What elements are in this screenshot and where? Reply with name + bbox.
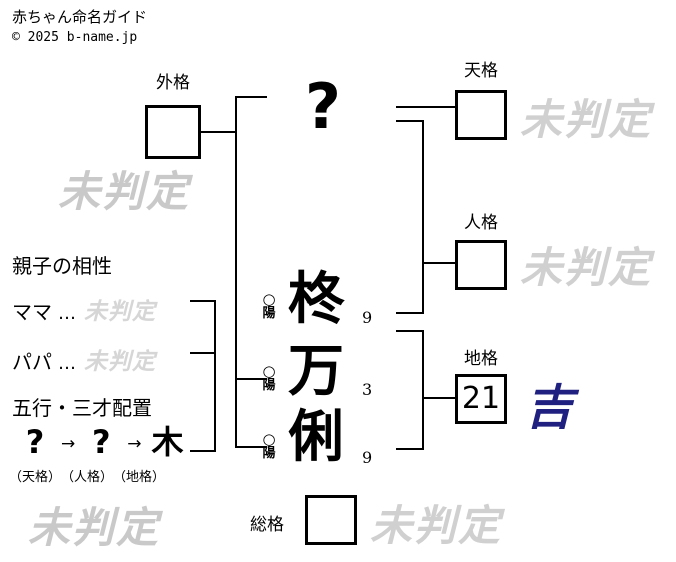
- connector-jinkaku-bottom-arm: [396, 312, 424, 314]
- connector-chikaku-bottom-arm: [396, 448, 424, 450]
- tenkaku-label: 天格: [464, 61, 498, 81]
- sokaku-box[interactable]: [305, 495, 357, 545]
- compatibility-mama-label: ママ: [12, 300, 52, 324]
- connector-tenkaku-h: [396, 106, 456, 108]
- connector-jinkaku-spine: [422, 120, 424, 314]
- connector-jinkaku-top-arm: [396, 120, 424, 122]
- compatibility-papa-value: 未判定: [84, 348, 156, 375]
- char-2-yinyang-circle: ○: [262, 362, 276, 380]
- connector-left-bottom-stub: [235, 446, 267, 448]
- connector-left-spine: [235, 96, 237, 448]
- page-title: 赤ちゃん命名ガイド: [12, 8, 148, 26]
- jinkaku-label: 人格: [464, 213, 498, 233]
- name-char-1-strokes: 9: [362, 308, 373, 327]
- char-3-yinyang-label: 陽: [262, 446, 276, 461]
- gogyo-caption-tenkaku: （天格）: [9, 470, 62, 485]
- connector-compat-spine: [214, 300, 216, 452]
- char-1-yinyang-label: 陽: [262, 306, 276, 321]
- gogyo-element-tenkaku: ?: [25, 423, 45, 461]
- chikaku-label: 地格: [464, 349, 498, 369]
- gaikaku-box[interactable]: [145, 105, 201, 159]
- connector-compat-gogyo-arm: [190, 450, 216, 452]
- compatibility-mama-value: 未判定: [84, 298, 156, 325]
- chikaku-box[interactable]: 21: [455, 374, 507, 424]
- name-char-3: 俐: [288, 405, 344, 470]
- name-char-2-strokes: 3: [362, 380, 373, 399]
- compatibility-papa-dots: …: [58, 353, 76, 374]
- char-1-yinyang: ○ 陽: [258, 290, 280, 321]
- gogyo-caption-jinkaku: （人格）: [61, 470, 114, 485]
- gogyo-caption-chikaku: （地格）: [113, 470, 166, 485]
- connector-chikaku-spine: [422, 330, 424, 450]
- gaikaku-verdict-watermark: 未判定: [58, 167, 191, 216]
- connector-left-top-stub: [235, 96, 267, 98]
- gogyo-elements-row: ? → ? → 木: [12, 426, 191, 458]
- connector-chikaku-top-arm: [396, 330, 424, 332]
- copyright-notice: © 2025 b-name.jp: [12, 30, 138, 45]
- char-3-yinyang: ○ 陽: [258, 430, 280, 461]
- gogyo-element-chikaku: 木: [151, 423, 184, 461]
- connector-chikaku-out: [422, 397, 456, 399]
- chikaku-verdict: 吉: [525, 380, 574, 436]
- compatibility-heading: 親子の相性: [12, 254, 112, 278]
- char-2-yinyang-label: 陽: [262, 378, 276, 393]
- char-3-yinyang-circle: ○: [262, 430, 276, 448]
- tenkaku-verdict: 未判定: [520, 95, 653, 144]
- gogyo-element-jinkaku: ?: [91, 423, 111, 461]
- gogyo-arrow-2-icon: →: [127, 434, 142, 454]
- name-char-2: 万: [288, 339, 344, 404]
- bottom-left-verdict-watermark: 未判定: [28, 503, 161, 552]
- gogyo-arrow-1-icon: →: [61, 434, 76, 454]
- chikaku-value: 21: [461, 381, 501, 416]
- jinkaku-box[interactable]: [455, 240, 507, 290]
- jinkaku-verdict: 未判定: [520, 243, 653, 292]
- connector-compat-papa-arm: [190, 352, 216, 354]
- char-2-yinyang: ○ 陽: [258, 362, 280, 393]
- gogyo-heading: 五行・三才配置: [12, 396, 152, 420]
- sokaku-verdict: 未判定: [370, 501, 503, 550]
- name-char-1: 柊: [288, 267, 344, 332]
- connector-gaikaku-h: [201, 131, 237, 133]
- compatibility-row-mama: ママ … 未判定: [12, 292, 156, 326]
- gogyo-captions-row: （天格） （人格） （地格）: [9, 466, 165, 485]
- compatibility-papa-label: パパ: [12, 350, 52, 374]
- surname-unknown-placeholder: ?: [305, 70, 341, 143]
- char-1-yinyang-circle: ○: [262, 290, 276, 308]
- tenkaku-box[interactable]: [455, 90, 507, 140]
- connector-compat-mama-arm: [190, 300, 216, 302]
- name-char-3-strokes: 9: [362, 448, 373, 467]
- connector-jinkaku-out: [422, 262, 456, 264]
- sokaku-label: 総格: [250, 515, 284, 535]
- compatibility-mama-dots: …: [58, 303, 76, 324]
- connector-left-mid-stub: [235, 378, 267, 380]
- gaikaku-label: 外格: [156, 73, 190, 93]
- compatibility-row-papa: パパ … 未判定: [12, 342, 156, 376]
